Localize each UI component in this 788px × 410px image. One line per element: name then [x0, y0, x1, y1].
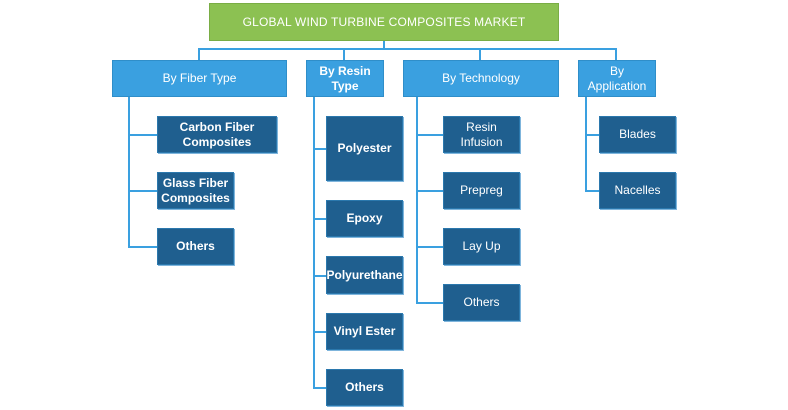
- category-application: By Application: [578, 60, 656, 97]
- leaf-vinyl-ester: Vinyl Ester: [326, 313, 403, 350]
- fiber-connector-drop: [198, 48, 200, 60]
- technology-branch-trunk: [416, 97, 418, 303]
- leaf-polyurethane: Polyurethane: [326, 256, 403, 294]
- leaf-technology-others: Others: [443, 284, 520, 321]
- application-branch-tick: [585, 134, 599, 136]
- resin-branch-tick: [313, 387, 326, 389]
- leaf-fiber-others: Others: [157, 228, 234, 265]
- resin-branch-tick: [313, 275, 326, 277]
- application-connector-drop: [615, 48, 617, 60]
- fiber-branch-tick: [128, 246, 157, 248]
- leaf-blades: Blades: [599, 116, 676, 153]
- root-connector-down: [383, 41, 385, 49]
- category-fiber-type: By Fiber Type: [112, 60, 287, 97]
- leaf-polyester: Polyester: [326, 116, 403, 181]
- leaf-nacelles: Nacelles: [599, 172, 676, 209]
- technology-branch-tick: [416, 302, 443, 304]
- resin-connector-drop: [343, 48, 345, 60]
- resin-branch-trunk: [313, 97, 315, 388]
- technology-branch-tick: [416, 190, 443, 192]
- fiber-branch-trunk: [128, 97, 130, 248]
- leaf-epoxy: Epoxy: [326, 200, 403, 237]
- leaf-resin-others: Others: [326, 369, 403, 406]
- technology-branch-tick: [416, 246, 443, 248]
- category-connector-bar: [198, 48, 616, 50]
- resin-branch-tick: [313, 148, 326, 150]
- technology-branch-tick: [416, 134, 443, 136]
- application-branch-tick: [585, 190, 599, 192]
- resin-branch-tick: [313, 218, 326, 220]
- leaf-carbon-fiber-composites: Carbon Fiber Composites: [157, 116, 277, 153]
- category-technology: By Technology: [403, 60, 559, 97]
- leaf-glass-fiber-composites: Glass Fiber Composites: [157, 172, 234, 209]
- leaf-lay-up: Lay Up: [443, 228, 520, 265]
- fiber-branch-tick: [128, 190, 157, 192]
- diagram-title: GLOBAL WIND TURBINE COMPOSITES MARKET: [209, 3, 559, 41]
- application-branch-trunk: [585, 97, 587, 191]
- technology-connector-drop: [479, 48, 481, 60]
- leaf-resin-infusion: Resin Infusion: [443, 116, 520, 153]
- fiber-branch-tick: [128, 134, 157, 136]
- category-resin-type: By Resin Type: [306, 60, 384, 97]
- leaf-prepreg: Prepreg: [443, 172, 520, 209]
- resin-branch-tick: [313, 331, 326, 333]
